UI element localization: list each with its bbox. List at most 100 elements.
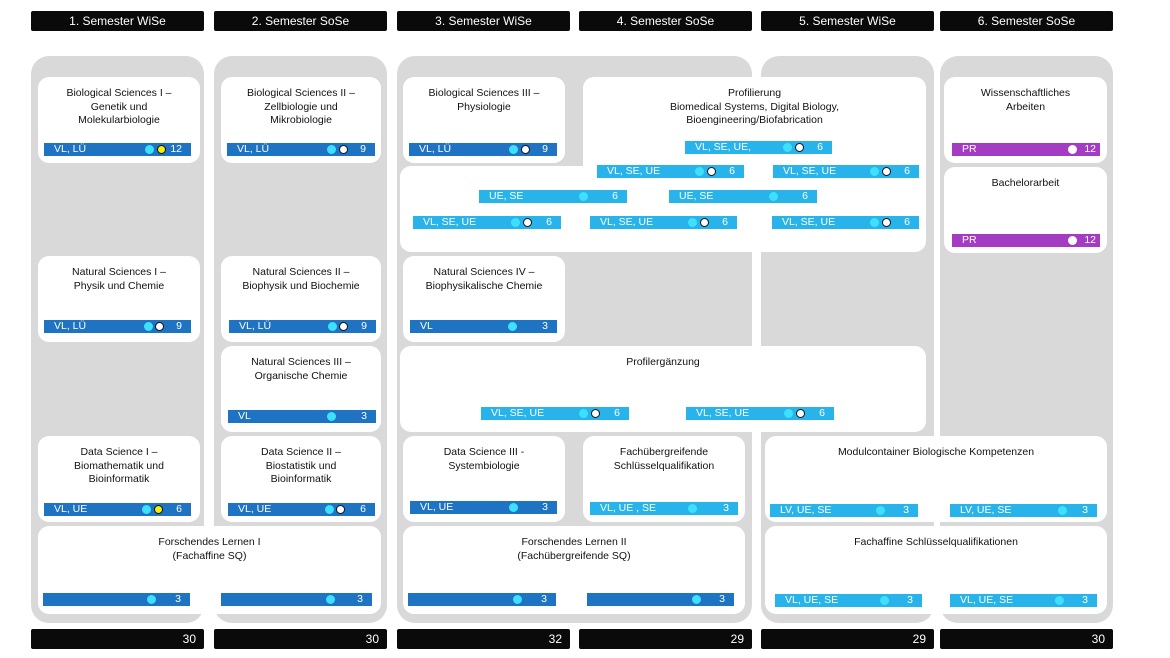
cyan-dot-icon — [144, 322, 153, 331]
cyan-dot-icon — [509, 503, 518, 512]
cyan-dot-icon — [876, 506, 885, 515]
cyan-dot-icon — [870, 167, 879, 176]
yellow-dot-icon — [154, 505, 163, 514]
course-credits: 3 — [361, 410, 367, 422]
semester-header-2: 2. Semester SoSe — [214, 11, 387, 31]
cyan-dot-icon — [509, 145, 518, 154]
semester-credits-4: 29 — [579, 629, 752, 649]
white-dot-icon — [339, 322, 348, 331]
course-bar-bio2: VL, LÜ 9 — [227, 143, 375, 156]
course-type: VL — [238, 410, 251, 422]
course-type: VL, LÜ — [239, 320, 272, 332]
credits-value: 30 — [1091, 632, 1105, 646]
course-bar-profilierung-d: UE, SE 6 — [479, 190, 627, 203]
semester-header-4: 4. Semester SoSe — [579, 11, 752, 31]
course-credits: 6 — [546, 216, 552, 228]
course-type: VL, UE — [54, 503, 88, 515]
course-type: VL, UE , SE — [600, 502, 657, 514]
cyan-dot-icon — [692, 595, 701, 604]
cyan-dot-icon — [1055, 596, 1064, 605]
cyan-dot-icon — [579, 409, 588, 418]
cyan-dot-icon — [326, 595, 335, 604]
course-bar-modulcontainer-a: LV, UE, SE 3 — [770, 504, 918, 517]
course-bar-forschend1-b: 3 — [221, 593, 372, 606]
course-credits: 9 — [361, 320, 367, 332]
course-credits: 12 — [1084, 234, 1096, 246]
cyan-dot-icon — [142, 505, 151, 514]
cyan-dot-icon — [513, 595, 522, 604]
course-type: LV, UE, SE — [780, 504, 832, 516]
course-credits: 12 — [170, 143, 182, 155]
course-bar-bio1: VL, LÜ 12 — [44, 143, 191, 156]
semester-credits-5: 29 — [761, 629, 934, 649]
cyan-dot-icon — [145, 145, 154, 154]
course-type: VL, LÜ — [54, 143, 87, 155]
semester-header-6: 6. Semester SoSe — [940, 11, 1113, 31]
credits-value: 32 — [548, 632, 562, 646]
course-type: VL, LÜ — [54, 320, 87, 332]
cyan-dot-icon — [579, 192, 588, 201]
course-bar-fachaffine-b: VL, UE, SE 3 — [950, 594, 1097, 607]
course-credits: 6 — [819, 407, 825, 419]
course-type: VL, SE, UE — [696, 407, 750, 419]
course-credits: 6 — [176, 503, 182, 515]
cyan-dot-icon — [325, 505, 334, 514]
course-credits: 3 — [1082, 504, 1088, 516]
course-type: VL, UE, SE — [960, 594, 1014, 606]
course-bar-profilierung-a: VL, SE, UE, 6 — [685, 141, 832, 154]
course-bar-profilierung-g: VL, SE, UE 6 — [590, 216, 737, 229]
module-title: Natural Sciences III – Organische Chemie — [251, 356, 351, 382]
white-dot-icon — [521, 145, 530, 154]
course-credits: 3 — [542, 320, 548, 332]
course-bar-wissenschaftliches-arbeiten: PR 12 — [952, 143, 1100, 156]
semester-credits-3: 32 — [397, 629, 570, 649]
module-title: Fachübergreifende Schlüsselqualifikation — [613, 446, 715, 472]
module-profilergaenzung: Profilergänzung — [400, 346, 926, 432]
cyan-dot-icon — [695, 167, 704, 176]
white-dot-icon — [796, 409, 805, 418]
course-bar-bio3: VL, LÜ 9 — [409, 143, 557, 156]
course-credits: 6 — [729, 165, 735, 177]
course-bar-profilierung-c: VL, SE, UE 6 — [773, 165, 919, 178]
module-title: Profilergänzung — [626, 356, 700, 368]
course-type: VL, UE — [420, 501, 454, 513]
course-bar-profilergaenzung-b: VL, SE, UE 6 — [686, 407, 834, 420]
course-type: VL, SE, UE — [600, 216, 654, 228]
course-credits: 3 — [719, 593, 725, 605]
course-bar-nat2: VL, LÜ 9 — [229, 320, 376, 333]
course-bar-bachelorarbeit: PR 12 — [952, 234, 1100, 247]
course-type: VL, SE, UE, — [695, 141, 752, 153]
white-dot-icon — [155, 322, 164, 331]
course-type: VL, LÜ — [419, 143, 452, 155]
cyan-dot-icon — [328, 322, 337, 331]
course-bar-profilierung-b: VL, SE, UE 6 — [597, 165, 744, 178]
white-dot-icon — [700, 218, 709, 227]
course-credits: 6 — [722, 216, 728, 228]
module-title: Natural Sciences I – Physik und Chemie — [72, 266, 166, 292]
course-bar-ds1: VL, UE 6 — [44, 503, 191, 516]
module-title: Biological Sciences I – Genetik und Mole… — [66, 87, 172, 126]
module-title: Modulcontainer Biologische Kompetenzen — [837, 446, 1035, 458]
module-title: Wissenschaftliches Arbeiten — [980, 87, 1071, 113]
course-credits: 3 — [542, 501, 548, 513]
cyan-dot-icon — [784, 409, 793, 418]
white-dot-icon — [1068, 145, 1077, 154]
cyan-dot-icon — [783, 143, 792, 152]
white-dot-icon — [795, 143, 804, 152]
course-bar-ds3: VL, UE 3 — [410, 501, 557, 514]
course-type: VL, SE, UE — [782, 216, 836, 228]
module-title: Natural Sciences II – Biophysik und Bioc… — [242, 266, 360, 292]
course-type: UE, SE — [679, 190, 714, 202]
module-title: Forschendes Lernen II (Fachübergreifende… — [517, 536, 631, 562]
course-credits: 3 — [907, 594, 913, 606]
cyan-dot-icon — [880, 596, 889, 605]
course-type: VL, UE — [238, 503, 272, 515]
course-type: VL, SE, UE — [607, 165, 661, 177]
semester-header-1: 1. Semester WiSe — [31, 11, 204, 31]
cyan-dot-icon — [1058, 506, 1067, 515]
course-credits: 3 — [1082, 594, 1088, 606]
course-credits: 3 — [723, 502, 729, 514]
course-bar-profilierung-h: VL, SE, UE 6 — [772, 216, 919, 229]
course-credits: 6 — [904, 165, 910, 177]
course-credits: 6 — [817, 141, 823, 153]
